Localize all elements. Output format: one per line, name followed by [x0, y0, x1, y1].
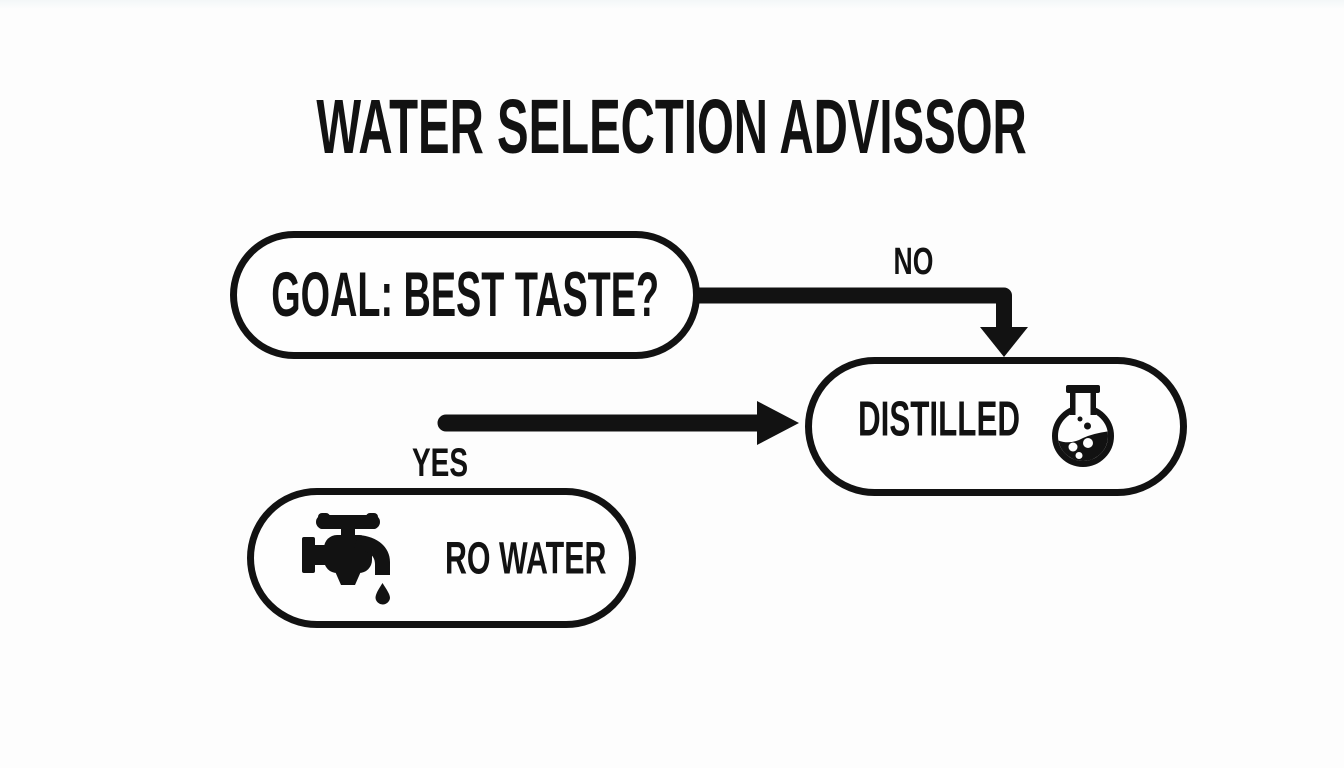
flask-icon: [1051, 385, 1115, 476]
node-distilled: DISTILLED: [805, 357, 1187, 496]
diagram-title: WATER SELECTION ADVISSOR: [0, 89, 1344, 166]
no-arrow: [698, 287, 1028, 357]
faucet-icon: [302, 511, 394, 614]
yes-arrow: [437, 401, 799, 445]
node-goal-label: GOAL: BEST TASTE?: [271, 259, 659, 330]
node-ro-water: RO WATER: [247, 488, 636, 628]
node-goal-best-taste: GOAL: BEST TASTE?: [230, 231, 700, 359]
edge-label-yes: YES: [411, 441, 469, 485]
node-ro-water-label: RO WATER: [445, 532, 607, 584]
diagram-title-text: WATER SELECTION ADVISSOR: [316, 84, 1028, 170]
top-edge-shading: [0, 0, 1344, 9]
node-distilled-label: DISTILLED: [858, 392, 1021, 446]
edge-label-no: NO: [893, 241, 933, 283]
